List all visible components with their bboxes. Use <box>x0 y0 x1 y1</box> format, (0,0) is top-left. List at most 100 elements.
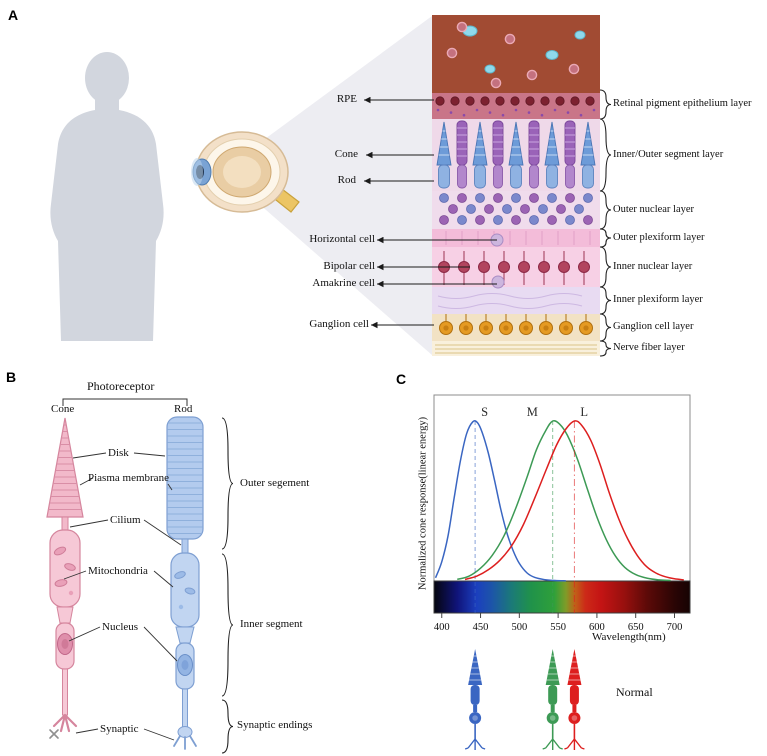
photoreceptor-nucleus-icon <box>502 204 512 214</box>
xtick-label: 700 <box>667 622 683 633</box>
label-rpe-layer: Retinal pigment epithelium layer <box>613 98 752 109</box>
mitochondrion-icon <box>174 571 186 579</box>
blood-cell-icon <box>446 47 458 59</box>
bipolar-cell-icon <box>518 261 530 273</box>
melanin-dot <box>592 108 596 112</box>
photoreceptor-title: Photoreceptor <box>87 379 155 393</box>
rpe-cell-icon <box>555 96 565 106</box>
label-horizontal-cell: Horizontal cell <box>309 233 375 245</box>
photoreceptor-nucleus-icon <box>520 204 530 214</box>
series-label-L: L <box>580 405 588 419</box>
rpe-cell-icon <box>570 96 580 106</box>
mitochondrion-icon <box>64 563 76 571</box>
xtick-label: 450 <box>473 622 489 633</box>
connector-line <box>75 728 99 734</box>
bipolar-cell-icon <box>558 261 570 273</box>
cone-cell <box>46 417 84 739</box>
xtick-label: 650 <box>628 622 644 633</box>
photoreceptor-nucleus-icon <box>511 193 521 203</box>
human-silhouette <box>50 52 164 341</box>
photoreceptor-nucleus-icon <box>475 193 485 203</box>
brace <box>599 246 612 288</box>
connector-line <box>63 570 87 580</box>
synapse-cross-icon <box>49 729 59 739</box>
brace <box>599 118 612 192</box>
rpe-cell-icon <box>435 96 445 106</box>
blood-cell-icon <box>504 33 516 45</box>
label-bipolar-cell: Bipolar cell <box>323 260 375 272</box>
connector-line <box>68 626 101 642</box>
silhouette-body <box>50 98 164 341</box>
melanin-dot <box>501 113 505 117</box>
blood-cell-icon <box>526 69 538 81</box>
photoreceptor-diagram <box>46 416 204 750</box>
bipolar-cell-icon <box>498 261 510 273</box>
photoreceptor-nucleus-icon <box>583 215 593 225</box>
brace <box>599 190 612 230</box>
photoreceptor-nucleus-icon <box>529 215 539 225</box>
chart-y-axis-label: Normalized cone response(linear energy) <box>417 416 429 591</box>
layer-inner-plexiform <box>432 287 600 314</box>
melanin-dot <box>475 108 479 112</box>
photoreceptor-nucleus-icon <box>439 215 449 225</box>
label-nucleus: Nucleus <box>102 621 139 633</box>
connector-line <box>79 477 94 486</box>
label-outer-segment: Outer segement <box>240 477 310 489</box>
brace <box>221 553 234 697</box>
melanin-dot <box>553 108 557 112</box>
photoreceptor-nucleus-icon <box>484 204 494 214</box>
label-disk: Disk <box>108 447 129 459</box>
melanin-dot <box>514 108 518 112</box>
blood-cell-icon <box>456 21 468 33</box>
brace <box>599 89 612 120</box>
melanin-dot <box>527 111 531 114</box>
connector-line <box>167 483 173 491</box>
label-plasma-membrane: Piasma membrane <box>88 472 169 484</box>
photoreceptor-nucleus-icon <box>439 193 449 203</box>
blood-cell-icon <box>568 63 580 75</box>
rod-cell <box>166 416 204 750</box>
bipolar-cell-icon <box>538 261 550 273</box>
rpe-cell-icon <box>495 96 505 106</box>
retina-cells <box>435 21 597 354</box>
label-mitochondria: Mitochondria <box>88 565 148 577</box>
silhouette-head <box>85 52 129 104</box>
photoreceptor-nucleus-icon <box>538 204 548 214</box>
panel-a-label: A <box>8 7 19 23</box>
retina-cross-section <box>432 15 600 356</box>
photoreceptor-nucleus-icon <box>493 215 503 225</box>
bipolar-cell-icon <box>578 261 590 273</box>
melanin-dot <box>436 108 440 112</box>
choroid-cell-icon <box>484 64 496 74</box>
rpe-cell-icon <box>510 96 520 106</box>
connector-line <box>143 728 175 741</box>
rod-disks <box>167 422 203 534</box>
panel-b-label: B <box>6 369 17 385</box>
curve-M <box>457 419 671 582</box>
photoreceptor-nucleus-icon <box>529 193 539 203</box>
label-synaptic-endings: Synaptic endings <box>237 719 313 731</box>
series-label-M: M <box>527 405 538 419</box>
label-ganglion-layer: Ganglion cell layer <box>613 321 694 332</box>
photoreceptor-nucleus-icon <box>565 215 575 225</box>
photoreceptor-nucleus-icon <box>565 193 575 203</box>
rpe-cell-icon <box>585 96 595 106</box>
label-outer-nuclear-layer: Outer nuclear layer <box>613 204 695 215</box>
label-nerve-fiber-layer: Nerve fiber layer <box>613 342 685 353</box>
melanin-dot <box>579 113 583 117</box>
amakrine-cell-icon <box>491 275 505 289</box>
photoreceptor-nucleus-icon <box>556 204 566 214</box>
brace <box>599 286 612 315</box>
xtick-label: 500 <box>511 622 527 633</box>
connector-line <box>69 519 109 528</box>
photoreceptor-nucleus-icon <box>547 193 557 203</box>
label-inner-plexiform-layer: Inner plexiform layer <box>613 294 703 305</box>
label-amakrine-cell: Amakrine cell <box>312 277 375 289</box>
melanin-dot <box>540 113 544 117</box>
rpe-cell-icon <box>540 96 550 106</box>
photoreceptor-nucleus-icon <box>493 193 503 203</box>
